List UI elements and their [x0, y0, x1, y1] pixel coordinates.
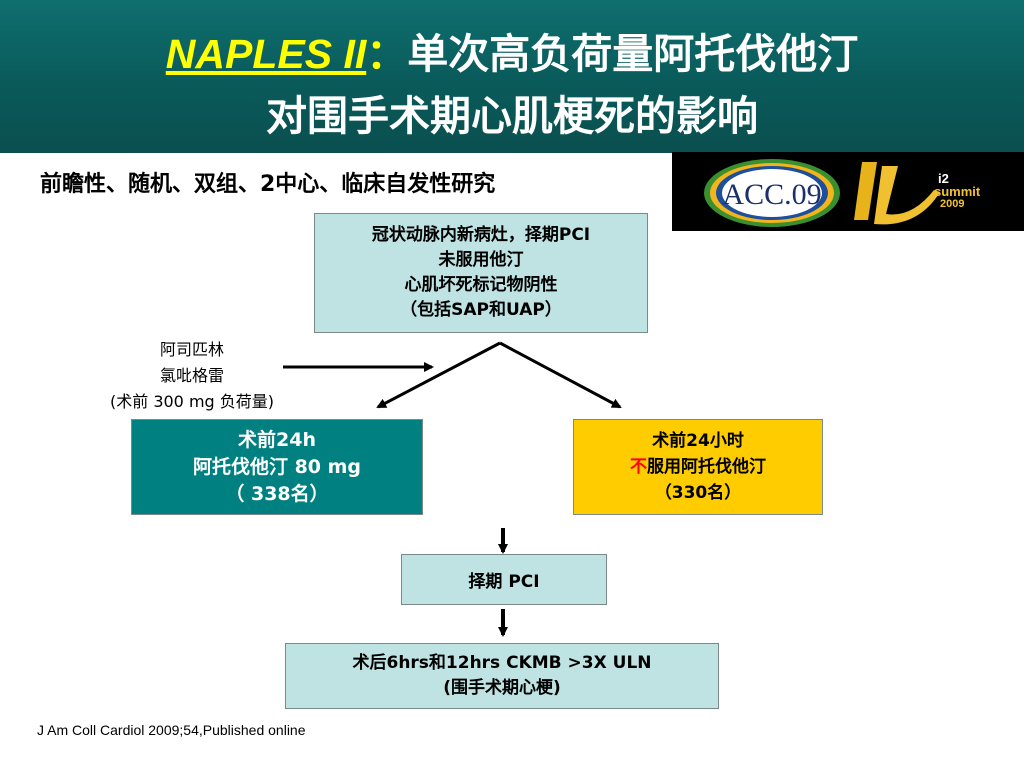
negation-text: 不 — [630, 457, 647, 477]
acc09-logo: ACC.09 — [704, 159, 840, 227]
treatment-line: （ 338名） — [225, 482, 329, 505]
control-group-box: 术前24小时 不服用阿托伐他汀 （330名） — [573, 419, 823, 515]
control-line: 术前24小时 — [652, 431, 744, 451]
study-design-subtitle: 前瞻性、随机、双组、2中心、临床自发性研究 — [40, 172, 496, 197]
citation: J Am Coll Cardiol 2009;54,Published onli… — [37, 722, 306, 738]
outcome-line: (围手术期心梗) — [443, 678, 561, 698]
antiplatelet-line: 氯吡格雷 — [159, 366, 224, 385]
criteria-line: 未服用他汀 — [438, 250, 524, 270]
pci-label: 择期 PCI — [468, 572, 540, 592]
branch-arrow-right — [499, 341, 622, 409]
acc09-logo-text: ACC.09 — [722, 178, 821, 211]
outcome-box: 术后6hrs和12hrs CKMB >3X ULN (围手术期心梗) — [285, 643, 719, 709]
treatment-line: 阿托伐他汀 80 mg — [192, 455, 362, 478]
treatment-line: 术前24h — [238, 428, 316, 451]
i2-label: i2 — [938, 171, 949, 186]
antiplatelet-line: (术前 300 mg 负荷量) — [109, 392, 275, 411]
antiplatelet-label: 阿司匹林 氯吡格雷 (术前 300 mg 负荷量) — [80, 337, 304, 415]
title-line-2: 对围手术期心肌梗死的影响 — [266, 92, 758, 140]
conference-logos: ACC.09 i2 summit 2009 — [672, 152, 1024, 231]
title-line-1: NAPLES II：单次高负荷量阿托伐他汀 — [0, 20, 1024, 80]
control-line: （330名） — [654, 483, 742, 503]
control-line: 不服用阿托伐他汀 — [630, 454, 766, 480]
atorvastatin-group-box: 术前24h 阿托伐他汀 80 mg （ 338名） — [131, 419, 423, 515]
title-colon: ： — [366, 30, 408, 78]
title-line-1-text: 单次高负荷量阿托伐他汀 — [407, 30, 859, 78]
criteria-line: （包括SAP和UAP） — [400, 300, 562, 320]
criteria-line: 心肌坏死标记物阴性 — [404, 275, 558, 295]
i2-summit-logo: i2 summit 2009 — [854, 162, 981, 225]
elective-pci-box: 择期 PCI — [401, 554, 607, 605]
branch-arrow-left — [376, 341, 501, 409]
control-line-rest: 服用阿托伐他汀 — [647, 457, 766, 477]
criteria-line: 冠状动脉内新病灶，择期PCI — [371, 225, 591, 245]
antiplatelet-line: 阿司匹林 — [159, 340, 224, 359]
study-name: NAPLES II — [165, 31, 367, 77]
summit-label: summit — [934, 184, 981, 199]
inclusion-criteria-box: 冠状动脉内新病灶，择期PCI 未服用他汀 心肌坏死标记物阴性 （包括SAP和UA… — [314, 213, 648, 333]
summit-year-label: 2009 — [940, 198, 964, 210]
outcome-line: 术后6hrs和12hrs CKMB >3X ULN — [352, 653, 652, 673]
logos-graphic: ACC.09 i2 summit 2009 — [704, 159, 981, 227]
title-banner: NAPLES II：单次高负荷量阿托伐他汀 对围手术期心肌梗死的影响 — [0, 0, 1024, 153]
